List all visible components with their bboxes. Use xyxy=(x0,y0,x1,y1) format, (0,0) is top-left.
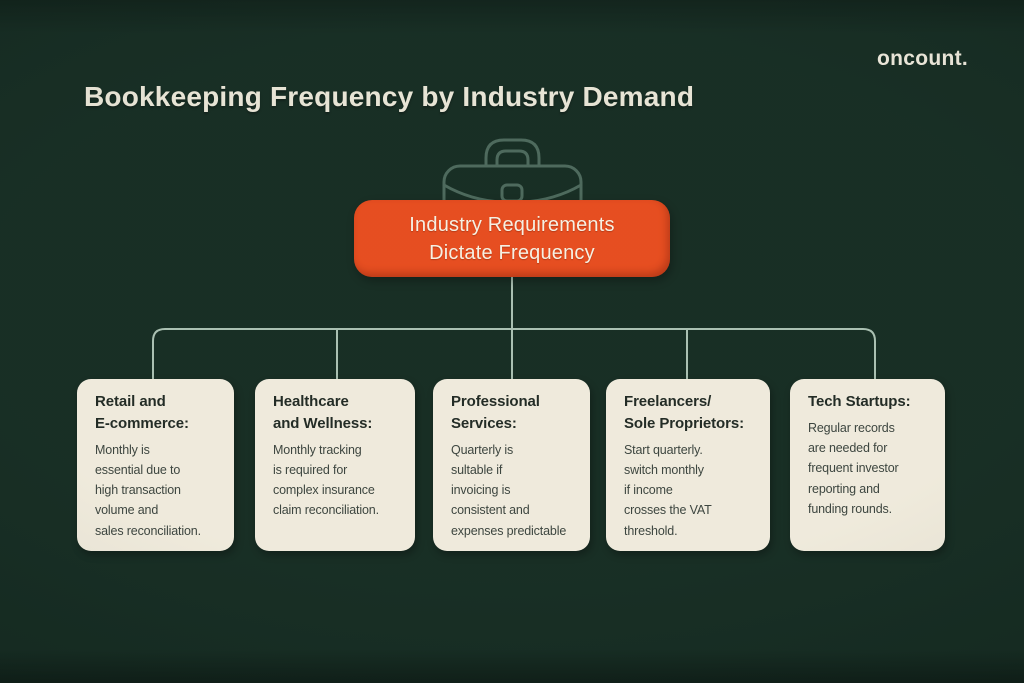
card-body: Quarterly is sultable if invoicing is co… xyxy=(451,442,567,538)
card-title: Healthcare and Wellness: xyxy=(273,393,373,432)
card-tech-startups: Tech Startups: Regular records are neede… xyxy=(790,379,945,551)
card-title: Professional Services: xyxy=(451,393,540,432)
card-body: Start quarterly. switch monthly if incom… xyxy=(624,442,712,538)
card-body: Monthly is essential due to high transac… xyxy=(95,442,201,538)
card-professional-services: Professional Services: Quarterly is sult… xyxy=(433,379,590,551)
root-node: Industry Requirements Dictate Frequency xyxy=(354,200,670,277)
card-healthcare-wellness: Healthcare and Wellness: Monthly trackin… xyxy=(255,379,415,551)
card-body: Monthly tracking is required for complex… xyxy=(273,442,379,518)
card-title: Tech Startups: xyxy=(808,393,911,410)
card-title: Retail and E-commerce: xyxy=(95,393,189,432)
card-body: Regular records are needed for frequent … xyxy=(808,420,899,516)
card-retail-ecommerce: Retail and E-commerce: Monthly is essent… xyxy=(77,379,234,551)
card-freelancers-sole-proprietors: Freelancers/ Sole Proprietors: Start qua… xyxy=(606,379,770,551)
root-node-label-line2: Dictate Frequency xyxy=(429,241,595,264)
brand-logo: oncount. xyxy=(876,47,968,70)
page-title: Bookkeeping Frequency by Industry Demand xyxy=(84,81,695,112)
connector-lines xyxy=(152,277,876,380)
root-node-label-line1: Industry Requirements xyxy=(409,213,615,236)
card-title: Freelancers/ Sole Proprietors: xyxy=(624,393,744,432)
